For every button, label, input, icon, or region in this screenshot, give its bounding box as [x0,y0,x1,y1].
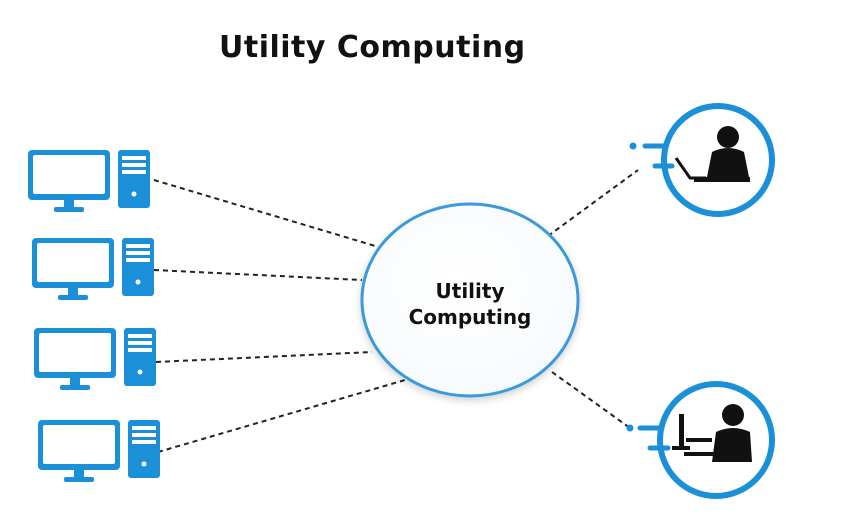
connector-computer-1 [153,179,383,249]
desktop-computer-icon [34,328,156,390]
connector-computer-3 [155,351,373,363]
connector-computer-2 [153,269,363,281]
hub-label-line-1: Utility [435,279,505,303]
connector-computer-4 [157,379,406,453]
hub-label-line-2: Computing [408,305,532,329]
hub-circle [360,202,580,398]
diagram-title: Utility Computing [219,30,526,65]
desktop-computer-icon [28,150,150,212]
user-desktop-icon [626,381,775,499]
hub-label: Utility Computing [362,278,578,330]
user-laptop-icon [629,103,775,217]
connector-user-2 [551,371,631,429]
desktop-computer-icon [32,238,154,300]
connector-user-1 [547,169,639,237]
desktop-computer-icon [38,420,160,482]
